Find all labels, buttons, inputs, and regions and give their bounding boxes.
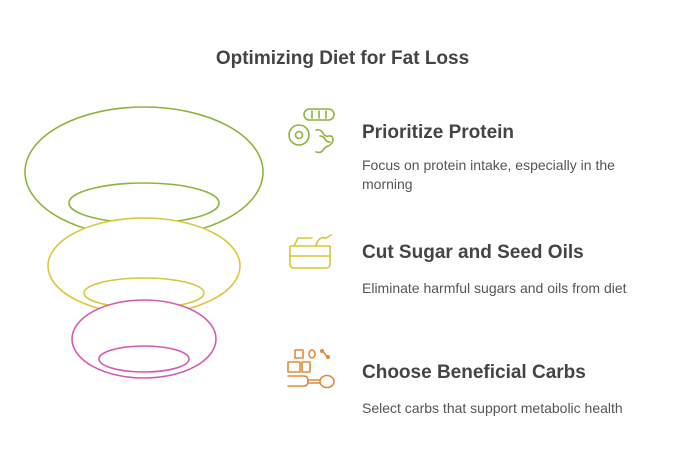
item-desc-carbs: Select carbs that support metabolic heal…	[362, 400, 623, 416]
protein-foods-icon	[288, 108, 335, 154]
item-desc-sugar-oils: Eliminate harmful sugars and oils from d…	[362, 280, 627, 296]
page-title: Optimizing Diet for Fat Loss	[215, 48, 470, 69]
ring-bottom	[71, 299, 217, 379]
item-desc-protein: Focus on protein intake, especially in t…	[362, 157, 615, 192]
sugar-oil-jar-icon	[289, 234, 332, 269]
carbs-measure-icon	[287, 348, 335, 389]
item-heading-sugar-oils: Cut Sugar and Seed Oils	[362, 242, 584, 263]
item-heading-protein: Prioritize Protein	[362, 122, 515, 143]
item-heading-carbs: Choose Beneficial Carbs	[362, 362, 586, 383]
